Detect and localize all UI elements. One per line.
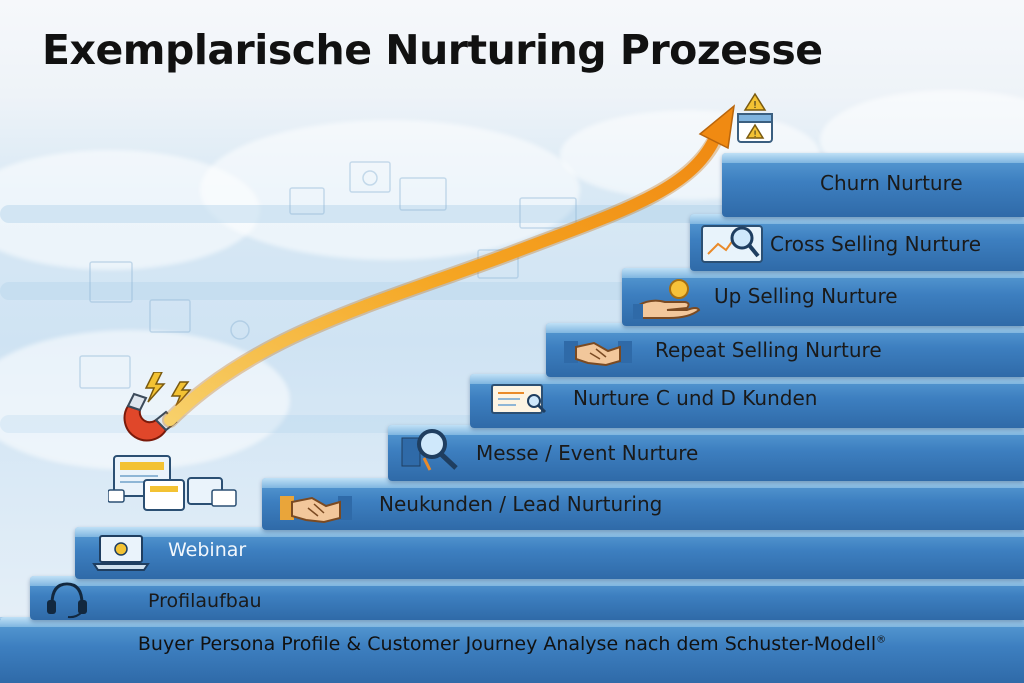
laptop-icon <box>92 535 150 571</box>
step-messe <box>388 425 1024 481</box>
step-neukunden <box>262 478 1024 530</box>
step-label-up-selling: Up Selling Nurture <box>714 284 898 308</box>
registered-mark: ® <box>876 634 887 646</box>
page-title: Exemplarische Nurturing Prozesse <box>42 26 823 74</box>
headset-icon <box>47 582 87 619</box>
document-search-icon <box>491 384 547 414</box>
magnifier-chart-icon <box>701 225 763 263</box>
step-label-c-d-kunden: Nurture C und D Kunden <box>573 386 818 410</box>
step-base <box>0 617 1024 683</box>
step-c-d-kunden <box>470 374 1024 428</box>
screens-icon <box>108 455 237 511</box>
svg-text:!: ! <box>753 130 757 140</box>
background-cloud <box>200 120 580 260</box>
base-caption: Buyer Persona Profile & Customer Journey… <box>0 633 1024 655</box>
step-label-repeat-selling: Repeat Selling Nurture <box>655 338 882 362</box>
step-label-cross-selling: Cross Selling Nurture <box>770 232 982 256</box>
svg-text:!: ! <box>753 100 757 111</box>
step-label-messe: Messe / Event Nurture <box>476 441 699 465</box>
step-label-profilaufbau: Profilaufbau <box>148 590 262 612</box>
step-label-neukunden: Neukunden / Lead Nurturing <box>379 492 663 516</box>
step-profilaufbau <box>30 576 1024 620</box>
magnifier-icon <box>401 429 458 471</box>
step-label-webinar: Webinar <box>168 539 247 561</box>
step-up-selling <box>622 268 1024 326</box>
base-caption-text: Buyer Persona Profile & Customer Journey… <box>137 633 877 655</box>
handshake-icon <box>564 341 632 367</box>
step-webinar <box>75 527 1024 579</box>
step-churn <box>722 153 1024 217</box>
magnet-icon <box>123 372 192 442</box>
handshake-icon <box>280 496 352 524</box>
warning-icon: ! ! <box>737 92 773 143</box>
hand-coin-icon <box>633 279 701 319</box>
step-label-churn: Churn Nurture <box>820 171 963 195</box>
